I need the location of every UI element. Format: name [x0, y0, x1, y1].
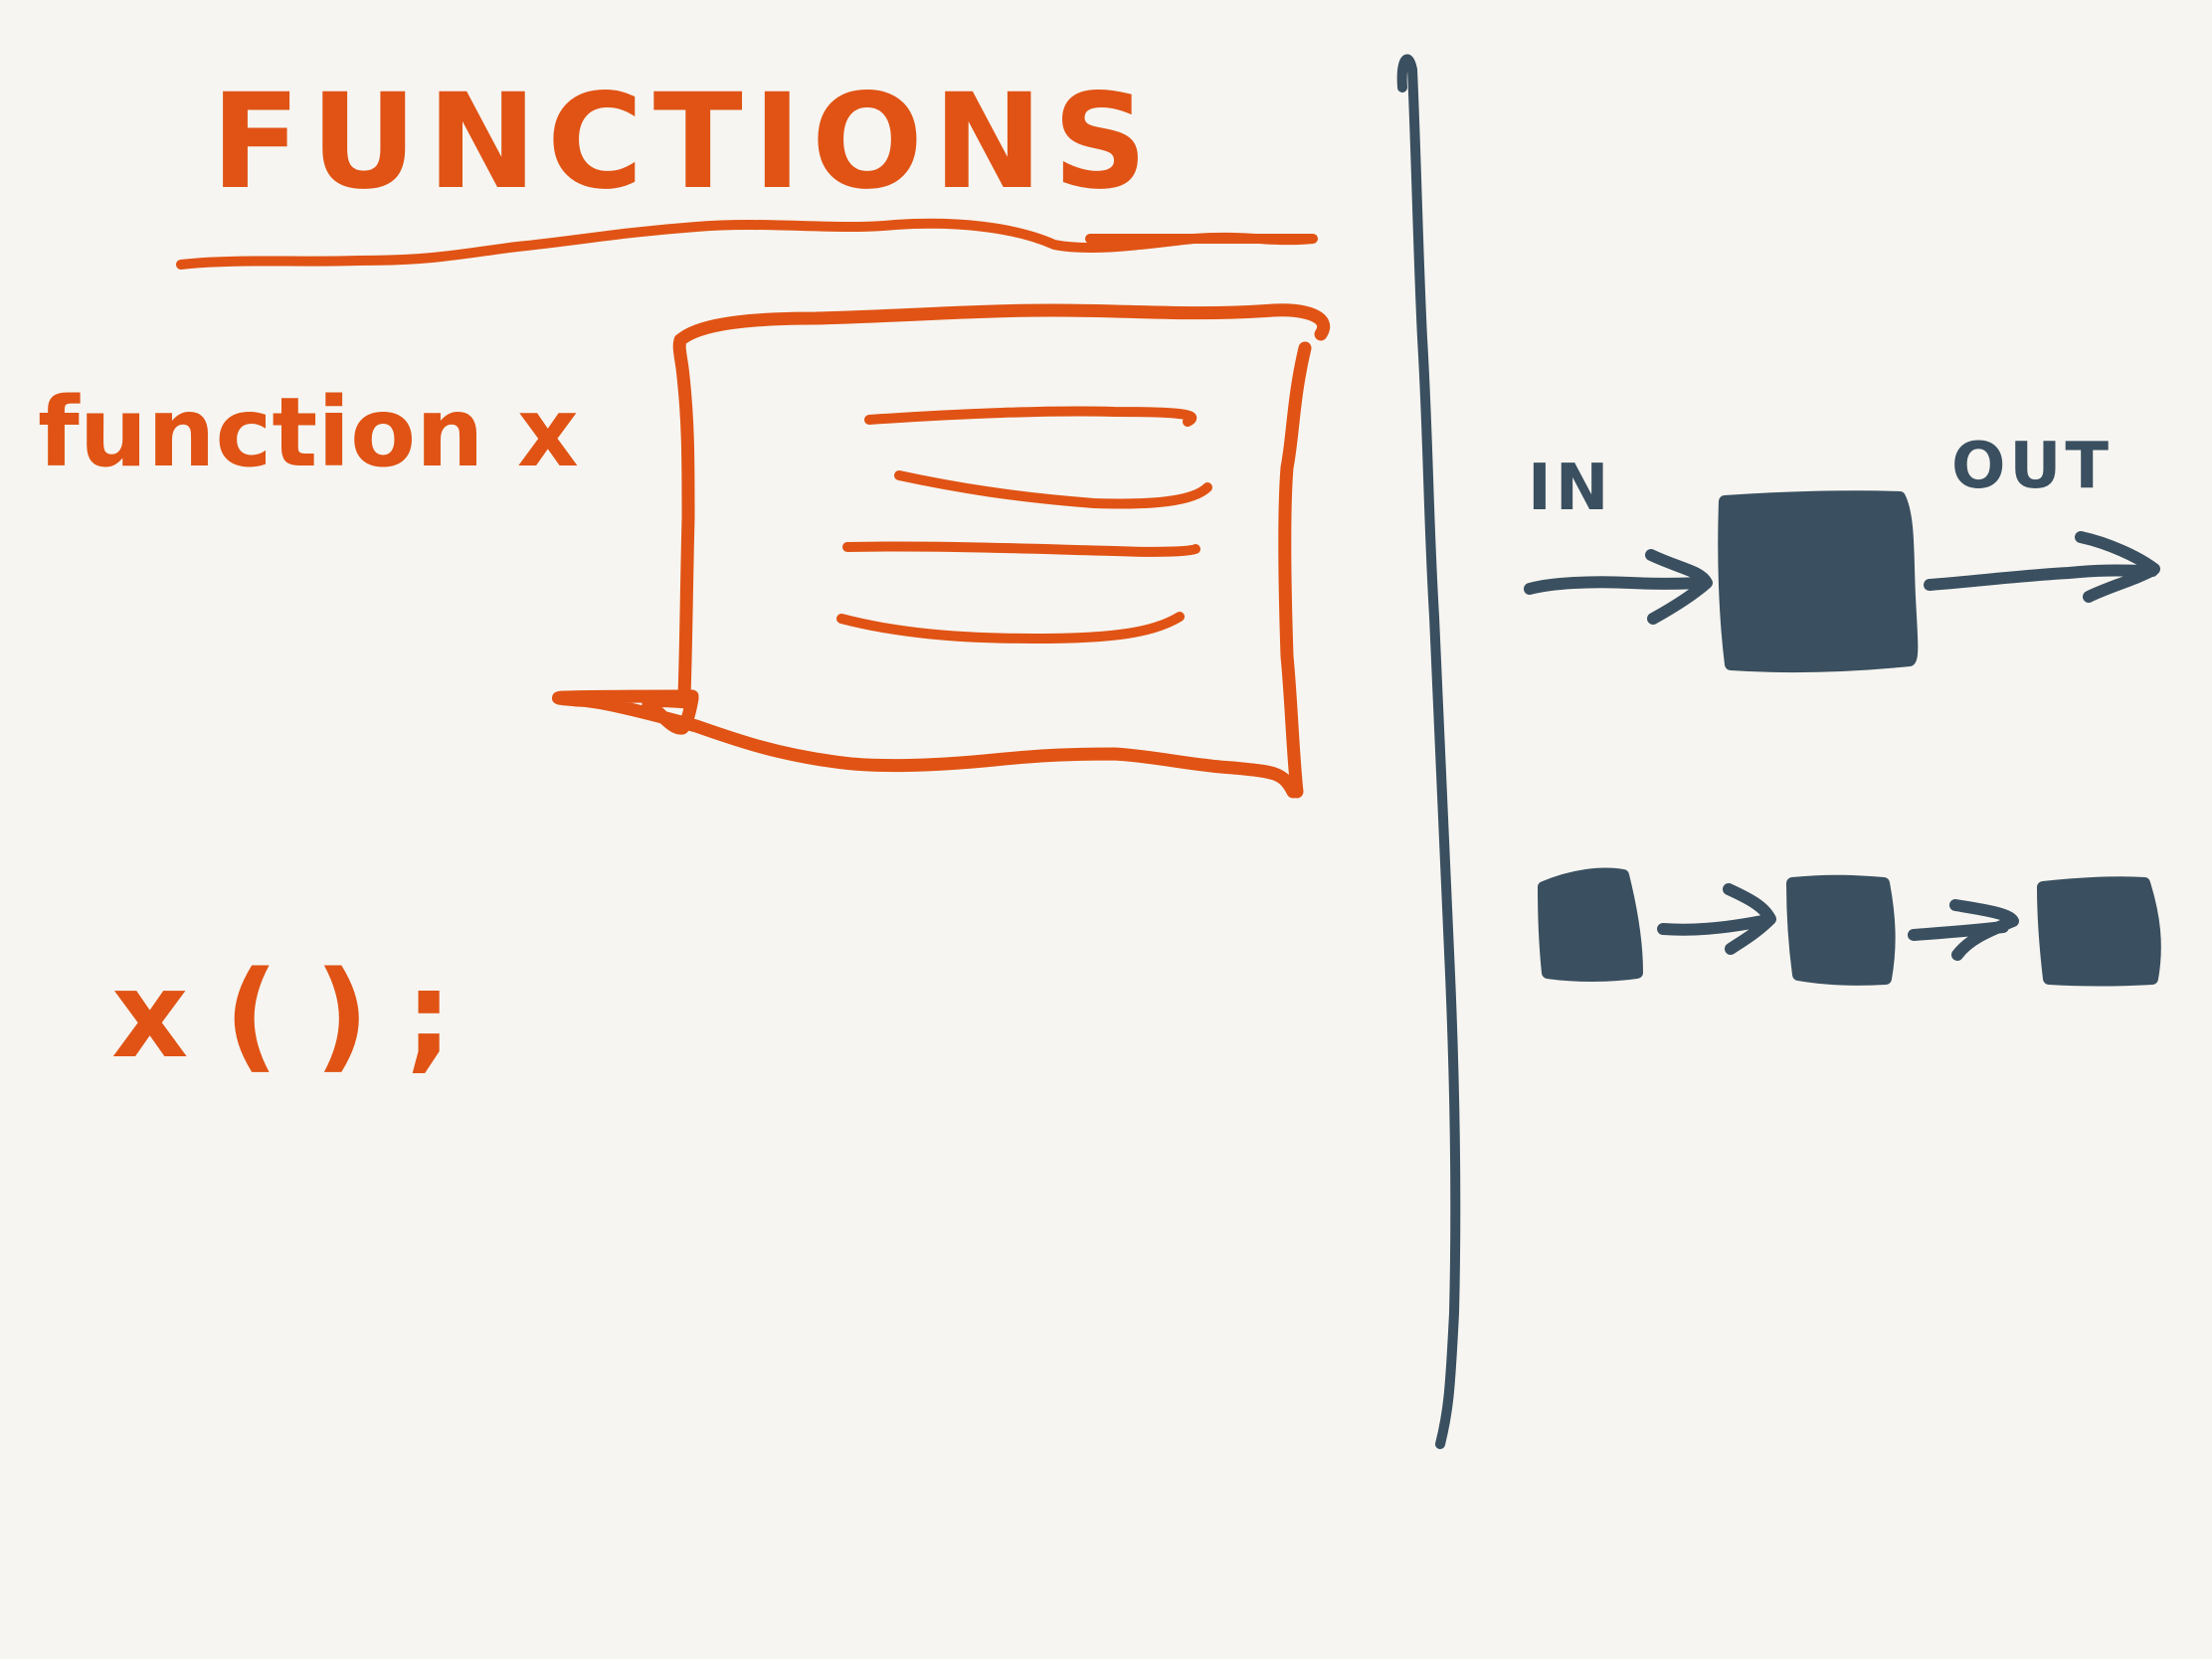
body-line — [864, 406, 1198, 427]
chain-block — [1786, 874, 1896, 986]
title-underline — [176, 218, 1318, 270]
input-arrow-head — [1645, 549, 1713, 625]
chain-arrow-shaft — [1657, 915, 1768, 936]
right-panel: IN OUT — [1524, 430, 2161, 987]
chain-block — [1538, 867, 1643, 982]
function-call: x(); — [111, 947, 488, 1085]
body-line — [842, 541, 1200, 557]
section-divider — [1396, 54, 1461, 1449]
page-title: FUNCTIONS — [211, 66, 1158, 219]
output-arrow-head — [2075, 531, 2160, 603]
chain-arrow-head — [1723, 883, 1776, 955]
function-body-box — [552, 303, 1330, 799]
left-panel: FUNCTIONS function x x(); — [38, 66, 1330, 1085]
input-arrow-shaft — [1524, 576, 1711, 595]
body-line — [836, 612, 1185, 644]
function-block — [1718, 490, 1919, 673]
chain-block — [2037, 876, 2161, 987]
body-line — [894, 470, 1212, 509]
input-label: IN — [1528, 452, 1612, 525]
output-label: OUT — [1951, 430, 2113, 503]
chain-arrow-head — [1949, 899, 2019, 961]
output-arrow-shaft — [1924, 564, 2158, 591]
function-declaration: function x — [38, 377, 579, 488]
